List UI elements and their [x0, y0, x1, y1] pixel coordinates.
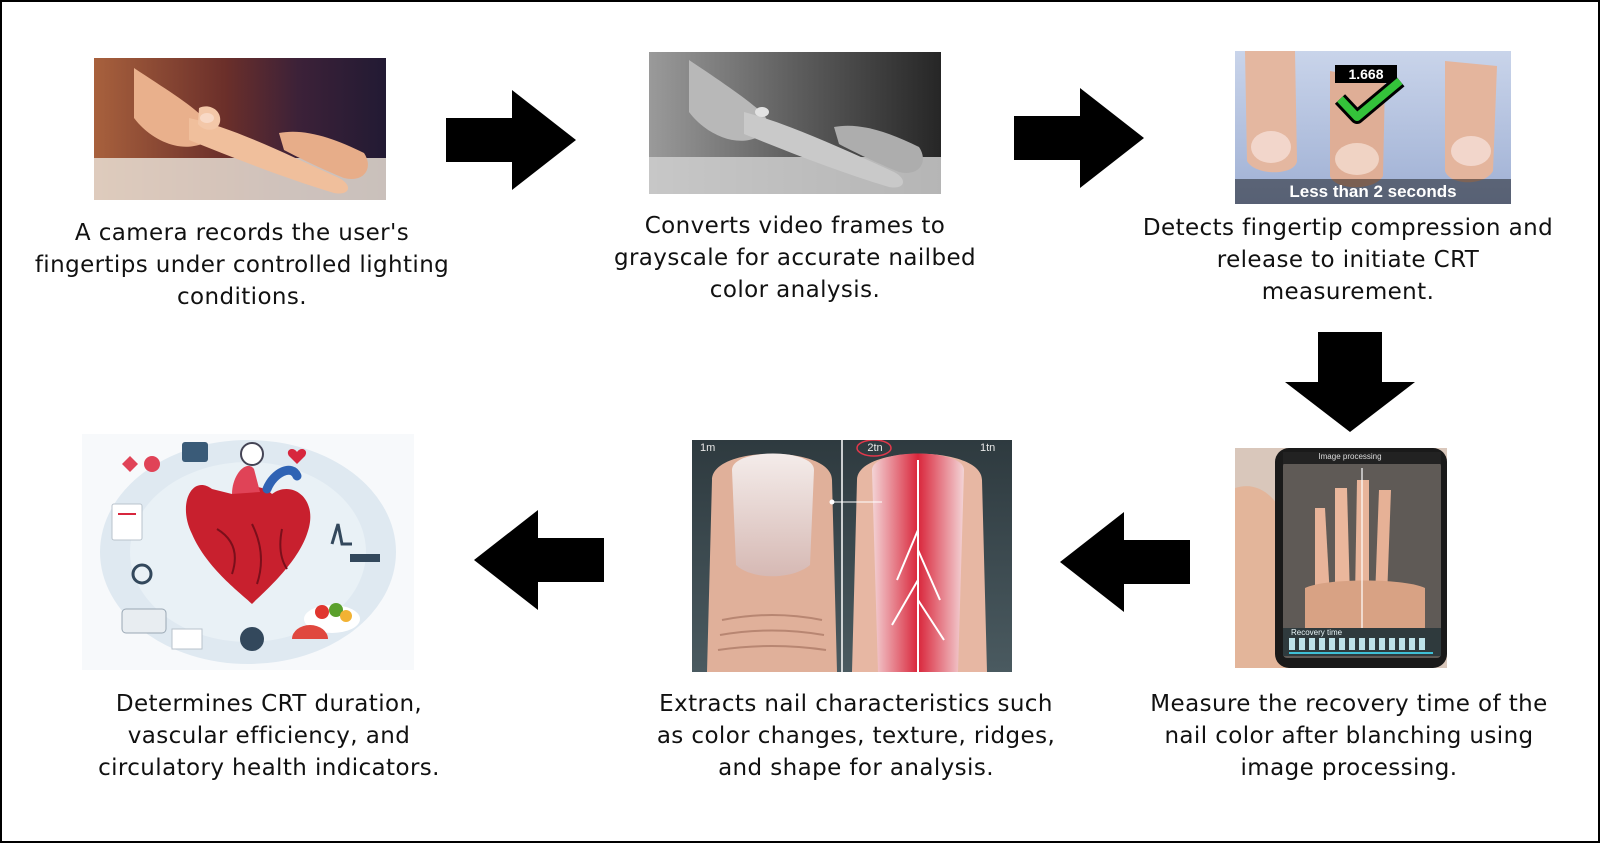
arrow-1	[446, 90, 576, 190]
step-detect-image: 1.668 Less than 2 seconds	[1235, 51, 1511, 204]
step-measure-image: Image processing Recovery time	[1235, 448, 1447, 668]
step-grayscale-image	[649, 52, 941, 194]
step-grayscale-text: Converts video frames to grayscale for a…	[613, 213, 977, 303]
fingertips-with-checkmark-photo	[1235, 51, 1511, 204]
heart-health-infographic-illustration	[82, 434, 414, 670]
nail-tag-right: 1tn	[980, 442, 996, 454]
crt-value-label: 1.668	[1348, 66, 1384, 82]
step-determine-image	[82, 434, 414, 670]
arrow-4	[1060, 512, 1190, 612]
arrow-5	[474, 510, 604, 610]
step-extract-image: 1m 2tn 1tn	[692, 440, 1012, 672]
nail-tag-left: 1m	[700, 442, 716, 454]
step-capture-text: A camera records the user's fingertips u…	[34, 220, 450, 310]
recovery-time-label: Recovery time	[1291, 628, 1343, 637]
step-determine-text: Determines CRT duration, vascular effici…	[98, 691, 440, 781]
screen-title: Image processing	[1318, 452, 1382, 461]
step-measure-text: Measure the recovery time of the nail co…	[1150, 691, 1548, 781]
step-detect-text: Detects fingertip compression and releas…	[1142, 215, 1554, 305]
smartphone-hand-scan-photo	[1235, 448, 1447, 668]
step-capture-image	[94, 58, 386, 200]
arrow-2	[1014, 88, 1144, 188]
nail-closeup-comparison-illustration	[692, 440, 1012, 672]
step-extract-text: Extracts nail characteristics such as co…	[656, 691, 1056, 781]
nail-tag-center: 2tn	[867, 442, 883, 454]
arrow-3	[1285, 332, 1415, 432]
crt-caption: Less than 2 seconds	[1289, 182, 1457, 201]
hands-pinching-fingertip-photo	[94, 58, 386, 200]
grayscale-hands-photo	[649, 52, 941, 194]
